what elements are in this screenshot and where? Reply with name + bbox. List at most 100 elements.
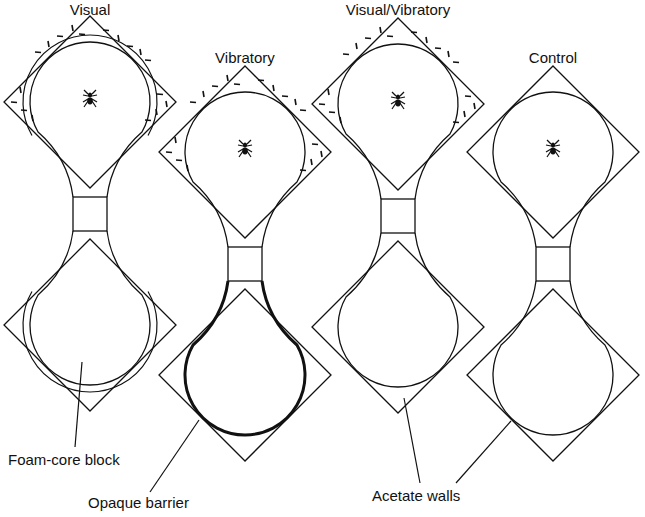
spider-leg [247,151,251,157]
part-label: Opaque barrier [88,494,189,512]
stimulus-mark [282,95,288,97]
stimulus-mark [227,75,228,81]
stimulus-mark [57,35,63,37]
stimulus-mark [118,35,119,41]
stimulus-mark [474,103,475,109]
arena-title: Vibratory [215,49,275,67]
stimulus-mark [145,59,151,61]
stimulus-mark [212,85,218,87]
stimulus-mark [190,101,196,103]
stimulus-mark [465,95,471,97]
foam-core-block [23,35,157,136]
stimulus-mark [319,103,325,105]
spider-leg [247,145,252,146]
spider-leg [84,101,88,107]
spider-leg [92,101,96,107]
stimulus-mark [453,61,459,63]
arena-chamber [338,44,458,199]
spider-body [551,143,555,148]
arena-title: Visual/Vibratory [346,1,451,19]
stimulus-mark [380,27,381,33]
spider-leg [400,92,404,96]
stimulus-mark [258,79,264,81]
stimulus-mark [312,143,318,145]
stimulus-mark [140,49,141,55]
spider-leg [555,151,559,157]
spider-leg [400,97,405,98]
spider-body [550,148,556,155]
stimulus-mark [48,41,49,47]
stimulus-mark [448,51,449,57]
arena-chamber [338,233,458,387]
spider-leg [555,145,560,146]
arena-title: Control [529,49,577,67]
arena-chamber [493,281,613,435]
part-label: Acetate walls [372,487,460,505]
spider-leg [239,140,243,144]
stimulus-mark [328,89,329,95]
leader-line [150,420,199,492]
spider-leg [238,145,243,146]
opaque-barrier [185,281,305,435]
stimulus-mark [72,25,73,31]
spider-body [243,143,247,148]
arena-chamber [493,92,613,247]
stimulus-mark [321,151,322,157]
spider-body [87,98,93,105]
stimulus-mark [20,87,21,93]
spider-leg [547,140,551,144]
stimulus-mark [426,37,427,43]
stimulus-mark [295,99,296,105]
arena-chamber [30,231,150,385]
spider-leg [546,145,551,146]
stimulus-mark [234,83,240,85]
stimulus-mark [103,29,109,31]
arena-chamber [30,42,150,197]
leader-line [456,421,511,483]
spider-leg [547,151,551,157]
connecting-tube [536,247,570,281]
stimulus-mark [203,91,204,97]
part-label: Foam-core block [8,451,120,469]
stimulus-mark [411,31,417,33]
spider-body [396,95,400,100]
stimulus-mark [273,85,274,91]
stimulus-mark [175,137,176,143]
spider-leg [247,140,251,144]
stimulus-mark [464,111,465,117]
spider-leg [391,97,396,98]
spider-leg [555,140,559,144]
stimulus-mark [311,159,312,165]
foam-core-block [23,292,157,393]
stimulus-mark [176,159,182,161]
connecting-tube [228,247,262,281]
stimulus-mark [356,43,357,49]
arena-chamber [185,92,305,247]
spider-leg [400,103,404,109]
stimulus-mark [300,109,306,111]
connecting-tube [73,197,107,231]
leader-line [404,398,420,483]
spider-leg [92,95,97,96]
stimulus-mark [329,111,335,113]
stimulus-mark [343,53,349,55]
spider-body [395,100,401,107]
connecting-tube [381,199,415,233]
stimulus-mark [11,101,17,103]
stimulus-mark [166,101,167,107]
spider-leg [92,90,96,94]
spider-leg [392,92,396,96]
spider-body [242,148,248,155]
leader-line [75,362,82,447]
stimulus-mark [35,51,41,53]
stimulus-mark [435,47,441,49]
spider-leg [84,90,88,94]
stimulus-mark [365,37,371,39]
spider-body [88,93,92,98]
spider-leg [83,95,88,96]
stimulus-mark [166,151,172,153]
stimulus-mark [387,35,393,37]
arena-title: Visual [70,1,111,19]
spider-leg [239,151,243,157]
